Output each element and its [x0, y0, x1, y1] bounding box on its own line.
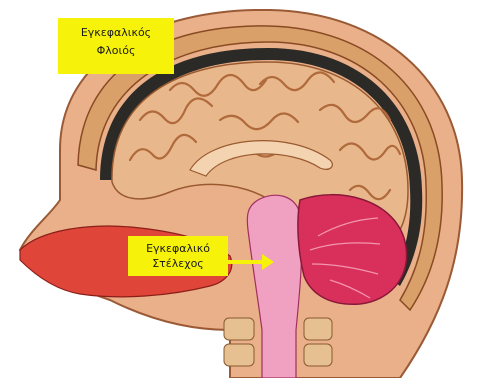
label-cerebral-cortex: Εγκεφαλικός Φλοιός: [58, 18, 174, 74]
label-cortex-line1: Εγκεφαλικός: [64, 24, 168, 42]
label-stem-line1: Εγκεφαλικό: [134, 241, 222, 256]
label-brainstem: Εγκεφαλικό Στέλεχος: [128, 236, 228, 276]
label-stem-line2: Στέλεχος: [134, 256, 222, 271]
label-cortex-line2: Φλοιός: [64, 42, 168, 60]
